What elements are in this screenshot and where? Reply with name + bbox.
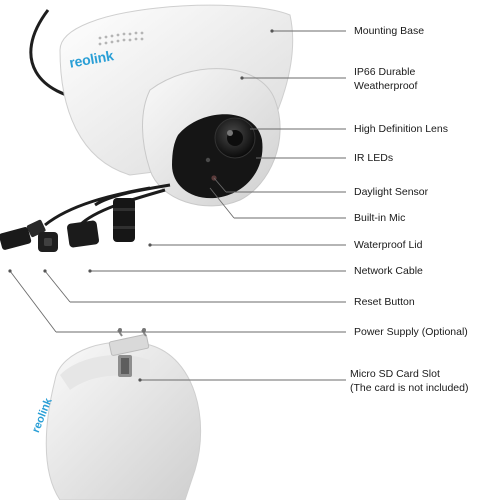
pigtail-cables: [44, 183, 171, 227]
label-mic: Built-in Mic: [354, 212, 406, 224]
label-hd-lens: High Definition Lens: [354, 123, 448, 135]
label-sd-card-note: (The card is not included): [350, 382, 469, 394]
label-waterproof-lid: Waterproof Lid: [354, 239, 423, 251]
ir-led-shape: [205, 157, 211, 163]
label-sd-card: Micro SD Card Slot: [350, 368, 440, 380]
leader-power-supply: [9, 270, 57, 333]
leader-mic: [209, 187, 235, 219]
network-connector: [66, 220, 100, 248]
label-ip66: IP66 Durable: [354, 66, 416, 78]
sd-card-cover: [108, 334, 150, 356]
power-connector: [0, 227, 32, 250]
leader-reset-button: [44, 270, 71, 303]
waterproof-lid-shape: [113, 198, 135, 242]
label-ir-leds: IR LEDs: [354, 152, 394, 164]
label-power-supply: Power Supply (Optional): [354, 326, 468, 338]
label-reset-button: Reset Button: [354, 296, 415, 308]
label-network-cable: Network Cable: [354, 265, 423, 277]
leader-daylight-sensor: [213, 177, 227, 193]
vent-dots: [98, 31, 144, 46]
label-ip66-line2: Weatherproof: [354, 80, 418, 92]
label-mounting-base: Mounting Base: [354, 25, 425, 37]
label-daylight-sensor: Daylight Sensor: [354, 186, 429, 198]
